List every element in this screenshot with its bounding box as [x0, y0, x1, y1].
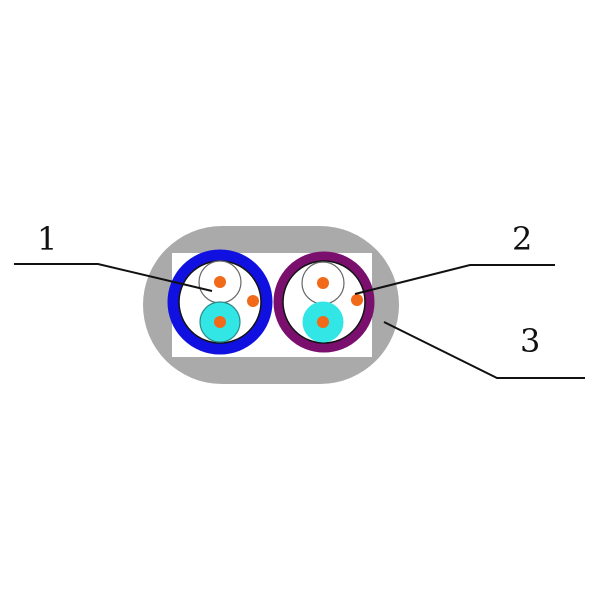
label-3: 3 — [520, 322, 540, 360]
left-drain-wire — [247, 295, 259, 307]
right-conductor-bottom — [317, 316, 329, 328]
right-shielded-pair — [273, 251, 375, 353]
right-inner-ring — [282, 260, 366, 344]
label-1: 1 — [37, 220, 57, 258]
leader-line-2 — [354, 264, 555, 295]
left-shielded-pair — [167, 249, 273, 355]
left-conductor-top — [214, 276, 226, 288]
leader-line-3 — [383, 321, 585, 379]
left-conductor-bottom — [214, 316, 226, 328]
leader-line-1 — [14, 263, 213, 292]
label-2: 2 — [512, 220, 532, 258]
right-drain-wire — [351, 294, 363, 306]
right-conductor-top — [317, 277, 329, 289]
